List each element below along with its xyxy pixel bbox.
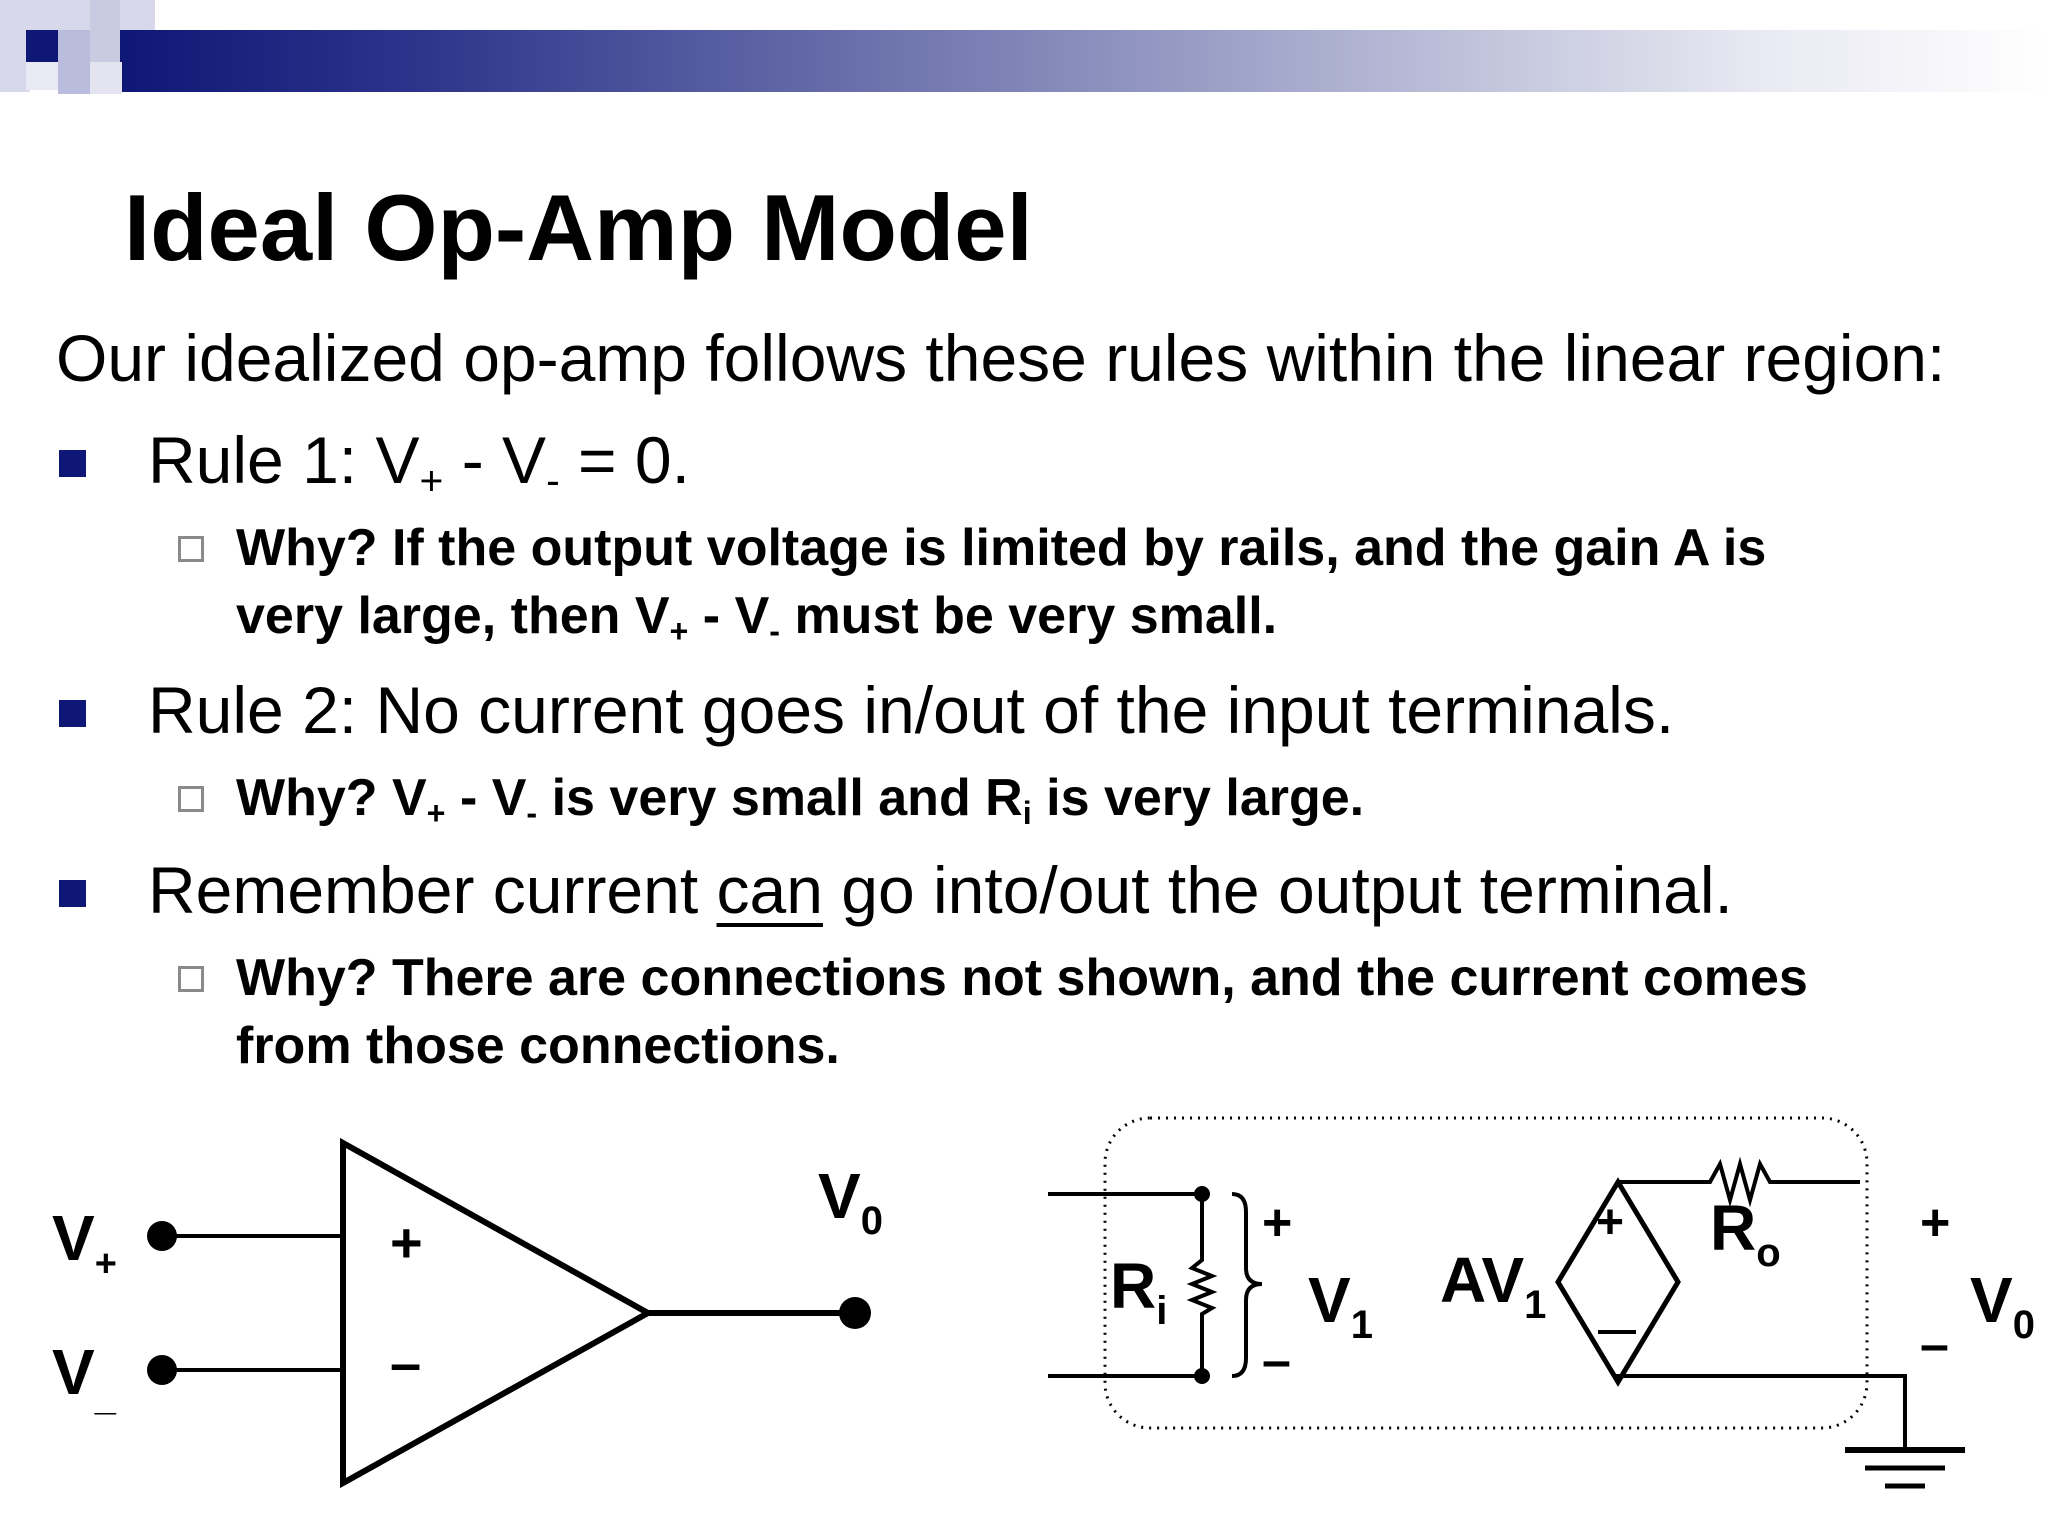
opamp-triangle — [340, 1137, 655, 1489]
output-terminal — [839, 1297, 871, 1329]
dotted-boundary — [1103, 1116, 1869, 1430]
sub-bullet-checkbox-icon — [178, 536, 204, 562]
sub-bullet-checkbox-icon — [178, 786, 204, 812]
rule-1: Rule 1: V+ - V- = 0. — [59, 424, 690, 501]
opamp-symbol-diagram: V+ V_ + – V0 — [52, 1137, 883, 1489]
v1-label: V1 — [1308, 1264, 1373, 1347]
v1-brace — [1231, 1192, 1263, 1378]
svg-text:+: + — [1262, 1194, 1292, 1252]
bullet-square-icon — [59, 450, 86, 477]
bullet-square-icon — [59, 880, 86, 907]
sub-bullet-checkbox-icon — [178, 966, 204, 992]
minus-input-terminal — [147, 1355, 177, 1385]
rule-2: Rule 2: No current goes in/out of the in… — [59, 674, 1674, 747]
v0-output-label: V0 — [818, 1160, 883, 1243]
v0-model-label: V0 — [1970, 1264, 2035, 1347]
ro-resistor-icon — [1618, 1156, 1860, 1208]
opamp-plus-sign: + — [390, 1211, 423, 1274]
slide-title: Ideal Op-Amp Model — [124, 175, 1033, 280]
av1-label: AV1 — [1440, 1244, 1546, 1327]
ri-label: Ri — [1110, 1250, 1167, 1333]
svg-text:–: – — [1920, 1316, 1949, 1374]
rule-2-why: Why? V+ - V- is very small and Ri is ver… — [178, 764, 1364, 832]
rule-1-why: Why? If the output voltage is limited by… — [178, 514, 1766, 650]
ro-label: Ro — [1710, 1192, 1781, 1275]
rule-3: Remember current can go into/out the out… — [59, 854, 1733, 927]
plus-input-terminal — [147, 1221, 177, 1251]
opamp-model-circuit: + – Ri V1 AV1 + Ro + – V0 — [1048, 1116, 2035, 1489]
header-band — [120, 30, 2048, 92]
v-minus-label: V_ — [52, 1336, 117, 1419]
ground-icon — [1845, 1447, 1965, 1489]
svg-text:+: + — [1920, 1194, 1950, 1252]
v-plus-label: V+ — [52, 1202, 117, 1285]
opamp-minus-sign: – — [390, 1331, 421, 1394]
intro-text: Our idealized op-amp follows these rules… — [56, 321, 1946, 395]
ri-resistor-icon — [1186, 1194, 1218, 1376]
svg-text:+: + — [1596, 1196, 1624, 1249]
bullet-square-icon — [59, 700, 86, 727]
rule-3-why: Why? There are connections not shown, an… — [178, 944, 1808, 1080]
svg-text:–: – — [1262, 1332, 1291, 1390]
